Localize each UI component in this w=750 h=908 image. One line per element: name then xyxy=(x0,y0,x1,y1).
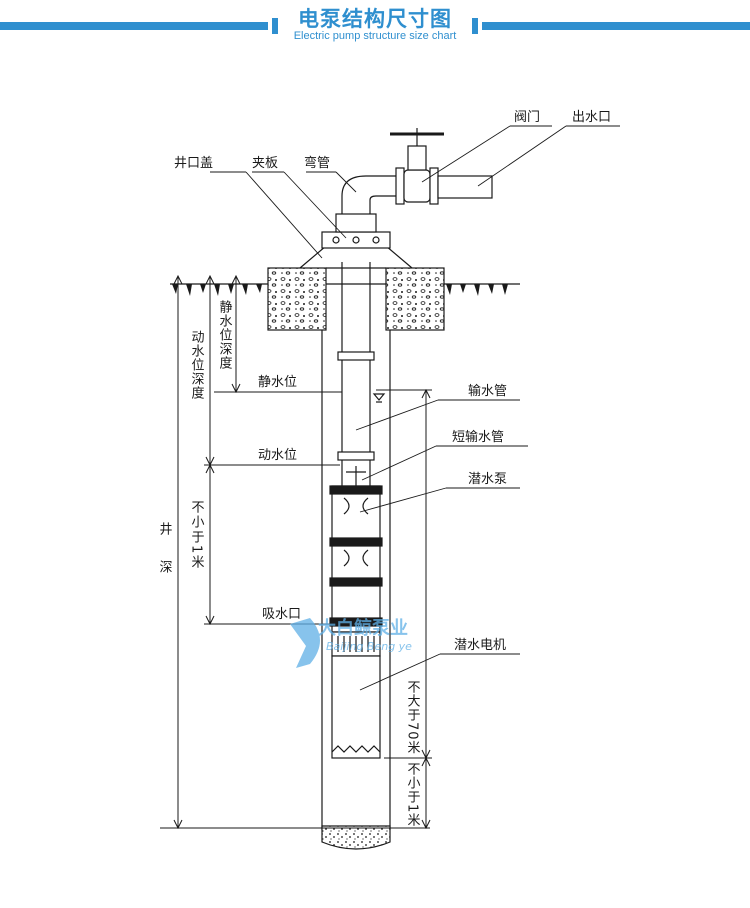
concrete-base-left xyxy=(267,267,327,331)
label-short-pipe: 短输水管 xyxy=(452,429,504,445)
well-bottom-sand xyxy=(321,825,391,850)
header-bar-left xyxy=(0,22,268,30)
dim-min-1m-lower: 不小于1米 xyxy=(405,762,421,827)
label-dynamic-level: 动水位 xyxy=(258,448,297,463)
pump-stage-2 xyxy=(329,537,383,547)
label-static-level: 静水位 xyxy=(258,375,297,390)
label-clamp-plate: 夹板 xyxy=(252,156,278,171)
label-outlet: 出水口 xyxy=(572,110,611,125)
page-subtitle: Electric pump structure size chart xyxy=(293,30,457,42)
pump-body xyxy=(331,485,381,633)
header-banner: 电泵结构尺寸图 Electric pump structure size cha… xyxy=(0,0,750,50)
dim-max-70m: 不大于70米 xyxy=(405,680,421,755)
pump-stage-1 xyxy=(329,485,383,495)
header-cap-right xyxy=(472,18,478,34)
watermark-brand: 大白鲸泵业 xyxy=(318,617,408,639)
dim-dynamic-depth: 动水位深度 xyxy=(189,330,205,400)
impeller-upper xyxy=(343,497,369,515)
outlet-pipe xyxy=(437,175,493,199)
intake-slots xyxy=(337,636,375,652)
pump-stage-3 xyxy=(329,577,383,587)
elbow-outer xyxy=(341,175,400,214)
dim-well-depth: 井 深 xyxy=(157,522,173,579)
valve-flange-right xyxy=(429,167,439,205)
pipe-coupling-lower xyxy=(337,451,375,461)
label-motor: 潜水电机 xyxy=(454,638,506,653)
clamp-bolt-right xyxy=(372,236,380,244)
pump-stage-4 xyxy=(329,617,383,627)
clamp-bolt-mid xyxy=(352,236,360,244)
clamp-bolt-left xyxy=(332,236,340,244)
valve-body xyxy=(403,169,431,203)
label-valve: 阀门 xyxy=(514,110,540,125)
motor-body xyxy=(331,655,381,759)
label-submersible-pump: 潜水泵 xyxy=(468,472,507,487)
impeller-lower xyxy=(343,549,369,567)
concrete-base-right xyxy=(385,267,445,331)
pipe-coupling-upper xyxy=(337,351,375,361)
header-bar-right xyxy=(482,22,750,30)
dim-static-depth: 静水位深度 xyxy=(217,300,233,370)
label-elbow: 弯管 xyxy=(304,155,330,171)
brand-watermark: 大白鲸泵业 Baijing Beng ye xyxy=(290,617,412,668)
label-intake: 吸水口 xyxy=(262,607,301,622)
ground-hatch-right xyxy=(446,284,508,296)
elbow-inner xyxy=(369,195,400,214)
valve-bonnet xyxy=(407,145,427,171)
motor-base-edge xyxy=(331,745,381,753)
pipe-flange xyxy=(335,213,377,233)
clamp-plate xyxy=(321,231,391,249)
dimension-lines xyxy=(173,274,431,830)
ground-hatch-left xyxy=(172,284,262,296)
water-level-marker xyxy=(372,393,386,401)
valve-flange-left xyxy=(395,167,405,205)
dim-min-1m-upper: 不小于1米 xyxy=(189,500,205,570)
well-cover xyxy=(299,245,413,269)
label-delivery-pipe: 输水管 xyxy=(468,383,507,399)
label-well-cover: 井口盖 xyxy=(174,156,213,171)
watermark-pinyin: Baijing Beng ye xyxy=(326,640,412,653)
header-cap-left xyxy=(272,18,278,34)
page-title: 电泵结构尺寸图 xyxy=(298,7,452,31)
